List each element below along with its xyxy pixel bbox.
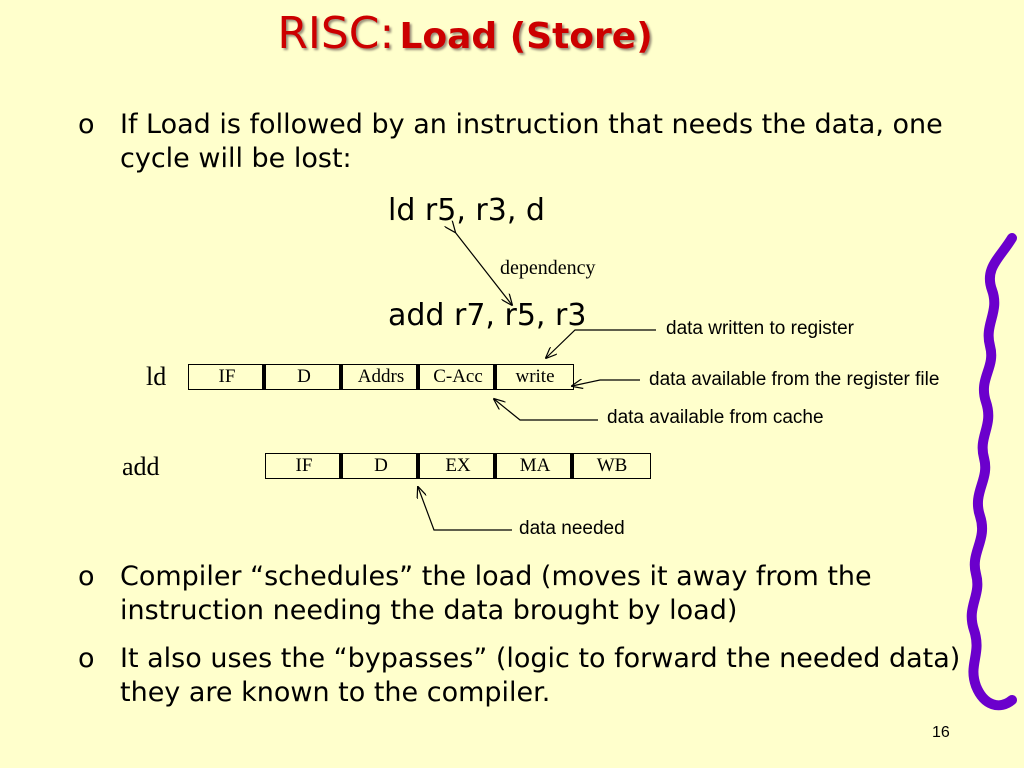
stage-cell: D <box>343 453 420 479</box>
dependency-label: dependency <box>500 257 596 279</box>
code-line-add: add r7, r5, r3 <box>388 298 587 333</box>
pipeline-label-ld: ld <box>146 362 167 391</box>
pipeline-label-add: add <box>122 452 160 481</box>
stage-cell: write <box>497 364 574 390</box>
bullet-marker: o <box>78 561 95 592</box>
note-available-cache: data available from cache <box>607 407 824 428</box>
title-load-store: Load (Store) <box>399 16 653 57</box>
note-available-regfile: data available from the register file <box>649 369 940 390</box>
arrow-available-cache <box>494 399 598 421</box>
note-data-needed: data needed <box>519 518 625 539</box>
stage-cell: WB <box>574 453 651 479</box>
bullet-text-2: Compiler “schedules” the load (moves it … <box>120 561 872 626</box>
arrow-available-regfile <box>572 380 640 386</box>
page-title: RISC: Load (Store) <box>0 8 930 59</box>
stage-cell: MA <box>497 453 574 479</box>
title-risc: RISC: <box>277 8 395 59</box>
arrow-data-written <box>546 329 656 358</box>
note-data-written: data written to register <box>666 318 854 339</box>
bullet-text-1: If Load is followed by an instruction th… <box>120 109 943 174</box>
stage-cell: IF <box>188 364 266 390</box>
bullet-text-3: It also uses the “bypasses” (logic to fo… <box>120 643 979 708</box>
code-line-ld: ld r5, r3, d <box>388 193 545 228</box>
stage-cell: EX <box>420 453 497 479</box>
pipeline-ld: IF D Addrs C-Acc write <box>188 364 574 390</box>
bullet-marker: o <box>78 109 95 140</box>
stage-cell: IF <box>265 453 343 479</box>
pipeline-add: IF D EX MA WB <box>265 453 651 479</box>
stage-cell: C-Acc <box>420 364 497 390</box>
wave-border-decoration <box>966 233 1017 711</box>
bullet-marker: o <box>78 643 95 674</box>
stage-cell: Addrs <box>343 364 420 390</box>
stage-cell: D <box>266 364 343 390</box>
arrow-data-needed <box>418 487 512 531</box>
page-number: 16 <box>932 724 950 741</box>
